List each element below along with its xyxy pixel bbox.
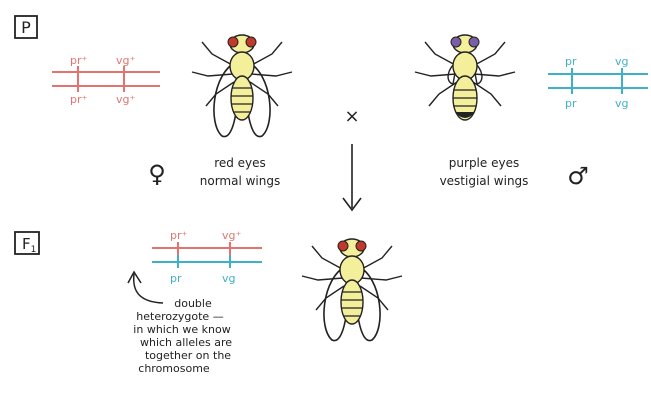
f1-note-line-2: heterozygote — [136, 310, 223, 323]
f1-bottom-allele-vg: vg [222, 272, 236, 285]
cross-symbol: × [344, 106, 359, 127]
female-bottom-allele-pr: pr⁺ [70, 93, 88, 106]
male-top-allele-pr: pr [565, 55, 577, 68]
f1-top-allele-pr: pr⁺ [170, 229, 188, 242]
f1-chromosomes: pr⁺ vg⁺ pr vg [152, 229, 262, 285]
male-chromosomes: pr vg pr vg [548, 55, 648, 110]
f1-note-line-4: which alleles are [140, 336, 232, 349]
male-purple-eye-left [451, 37, 461, 47]
f1-note-line-1: double [174, 297, 212, 310]
p-generation-label: P [21, 18, 31, 37]
male-bottom-allele-vg: vg [615, 97, 629, 110]
male-dark-abdomen-tip [455, 112, 475, 118]
female-symbol: ♀ [148, 160, 166, 188]
male-fly [415, 35, 515, 120]
f1-note-line-6: chromosome [138, 362, 210, 375]
f1-bottom-allele-pr: pr [170, 272, 182, 285]
down-arrow-icon [343, 144, 361, 210]
f1-note-line-3: in which we know [133, 323, 230, 336]
male-phenotype-eyes: purple eyes [449, 156, 519, 170]
male-purple-eye-right [469, 37, 479, 47]
f1-top-allele-vg: vg⁺ [222, 229, 241, 242]
female-red-eye-right [246, 37, 256, 47]
female-phenotype-eyes: red eyes [214, 156, 266, 170]
f1-note-line-5: together on the [145, 349, 231, 362]
male-symbol: ♂ [567, 162, 589, 190]
male-bottom-allele-pr: pr [565, 97, 577, 110]
f1-red-eye-left [338, 241, 348, 251]
male-phenotype-wings: vestigial wings [440, 174, 529, 188]
f1-generation-label: F1 [22, 235, 36, 255]
f1-red-eye-right [356, 241, 366, 251]
female-phenotype-wings: normal wings [200, 174, 280, 188]
female-red-eye-left [228, 37, 238, 47]
f1-fly [302, 239, 402, 341]
female-top-allele-pr: pr⁺ [70, 54, 88, 67]
female-bottom-allele-vg: vg⁺ [116, 93, 135, 106]
curved-arrow-icon [128, 272, 163, 303]
male-top-allele-vg: vg [615, 55, 629, 68]
female-fly [192, 35, 292, 137]
female-top-allele-vg: vg⁺ [116, 54, 135, 67]
female-chromosomes: pr⁺ vg⁺ pr⁺ vg⁺ [52, 54, 160, 106]
